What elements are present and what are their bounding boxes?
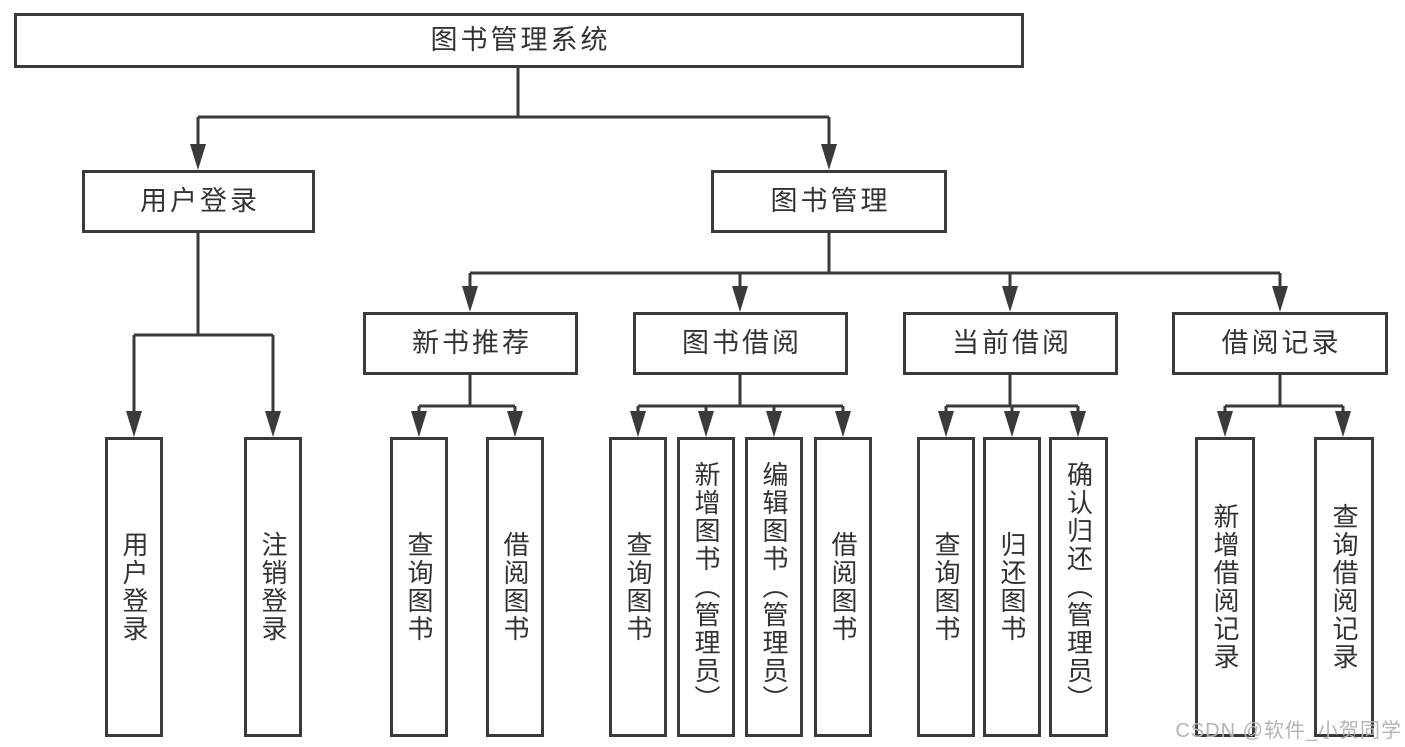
arrowhead	[766, 411, 782, 437]
node-new-book-recommendation: 新书推荐	[363, 312, 578, 375]
arrowhead	[821, 144, 837, 170]
leaf-edit-book-admin: 编辑图书（管理员）	[745, 437, 803, 737]
connector-userlogin-to-leaves	[132, 233, 275, 418]
arrowhead	[1004, 411, 1020, 437]
node-borrowing-records: 借阅记录	[1172, 312, 1388, 375]
leaf-borrow-books-recommend: 借阅图书	[486, 437, 544, 737]
arrowhead	[411, 411, 427, 437]
leaf-return-books: 归还图书	[983, 437, 1041, 737]
arrowhead	[462, 286, 478, 312]
connector-root-to-level2	[196, 68, 831, 150]
leaf-add-borrow-record: 新增借阅记录	[1195, 437, 1255, 737]
node-book-management: 图书管理	[711, 170, 947, 233]
arrowhead	[265, 411, 281, 437]
arrowhead	[835, 411, 851, 437]
leaf-query-books-recommend: 查询图书	[390, 437, 448, 737]
arrowhead	[507, 411, 523, 437]
leaf-logout: 注销登录	[244, 437, 302, 737]
node-book-borrowing: 图书借阅	[633, 312, 848, 375]
arrowhead	[190, 144, 206, 170]
leaf-borrow-books: 借阅图书	[814, 437, 872, 737]
connector-bookmgmt-to-level3	[468, 233, 1282, 292]
arrowhead	[1272, 286, 1288, 312]
connector-borrowrecords-to-leaves	[1223, 375, 1345, 418]
node-current-borrowing: 当前借阅	[903, 312, 1118, 375]
arrowhead	[126, 411, 142, 437]
leaf-user-login: 用户登录	[105, 437, 163, 737]
leaf-query-books-current: 查询图书	[917, 437, 975, 737]
arrowhead	[1217, 411, 1233, 437]
connector-bookborrow-to-leaves	[636, 375, 845, 418]
csdn-watermark: CSDN @软件_小贺同学	[1175, 720, 1402, 742]
arrowhead	[1002, 286, 1018, 312]
node-library-management-system: 图书管理系统	[14, 13, 1024, 68]
leaf-confirm-return-admin: 确认归还（管理员）	[1049, 437, 1108, 737]
arrowhead	[938, 411, 954, 437]
node-user-login: 用户登录	[82, 170, 315, 233]
leaf-query-borrow-record: 查询借阅记录	[1314, 437, 1374, 737]
arrowhead	[1070, 411, 1086, 437]
leaf-add-book-admin: 新增图书（管理员）	[677, 437, 735, 737]
arrowhead	[732, 286, 748, 312]
connector-newbooks-to-leaves	[417, 375, 517, 418]
arrowhead	[630, 411, 646, 437]
leaf-query-books-borrow: 查询图书	[609, 437, 667, 737]
arrowhead	[1335, 411, 1351, 437]
arrowhead	[698, 411, 714, 437]
